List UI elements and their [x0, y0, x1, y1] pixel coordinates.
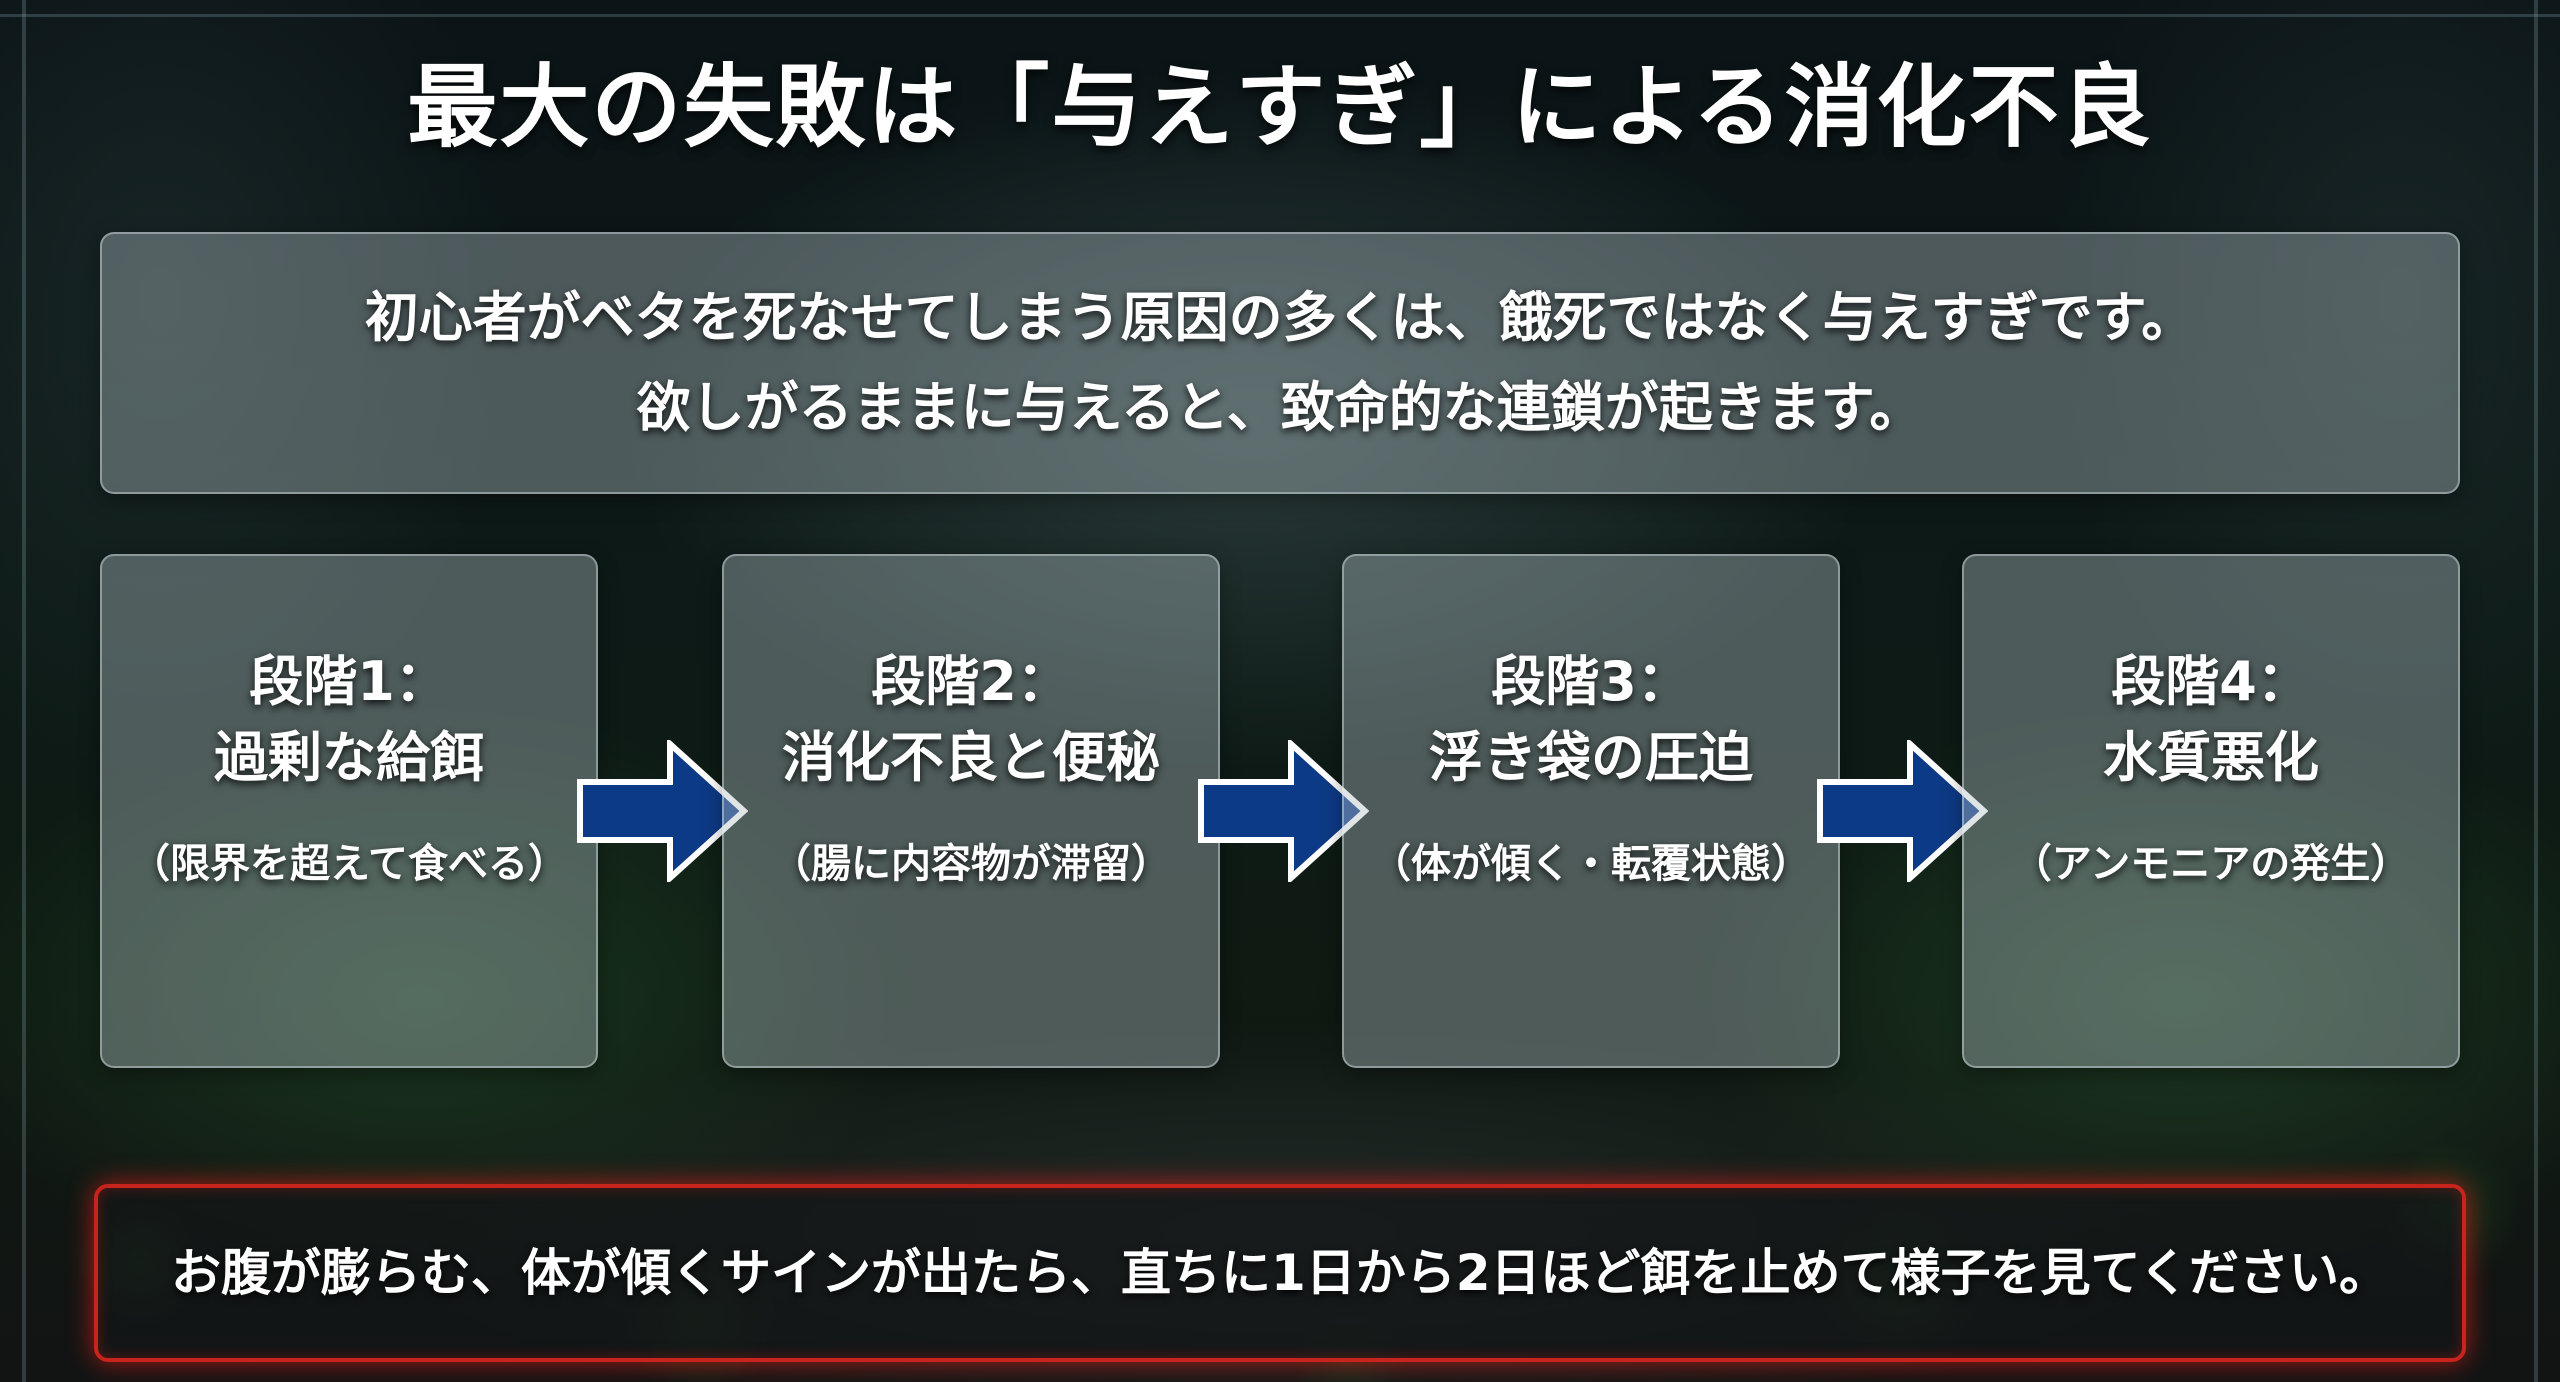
tank-glass-edge-top — [0, 14, 2560, 17]
step-name: 消化不良と便秘 — [782, 726, 1160, 789]
step-card-3: 段階3： 浮き袋の圧迫 （体が傾く・転覆状態） — [1342, 554, 1840, 1068]
tank-glass-edge-right — [2534, 0, 2538, 1382]
right-arrow-icon — [1817, 740, 1988, 882]
step-label: 段階4： — [2111, 650, 2311, 713]
step-card-2: 段階2： 消化不良と便秘 （腸に内容物が滞留） — [722, 554, 1220, 1068]
page-title: 最大の失敗は「与えすぎ」による消化不良 — [407, 55, 2153, 160]
step-description: （体が傾く・転覆状態） — [1371, 841, 1811, 887]
step-name: 浮き袋の圧迫 — [1429, 726, 1753, 789]
step-label: 段階1： — [249, 650, 449, 713]
step-description: （腸に内容物が滞留） — [771, 841, 1171, 887]
step-name: 水質悪化 — [2103, 726, 2319, 789]
warning-text: お腹が膨らむ、体が傾くサインが出たら、直ちに1日から2日ほど餌を止めて様子を見て… — [170, 1244, 2390, 1302]
intro-panel: 初心者がベタを死なせてしまう原因の多くは、餓死ではなく与えすぎです。 欲しがるま… — [100, 232, 2460, 494]
right-arrow-icon — [577, 740, 748, 882]
right-arrow-icon — [1198, 740, 1369, 882]
step-name: 過剰な給餌 — [214, 726, 484, 789]
step-card-4: 段階4： 水質悪化 （アンモニアの発生） — [1962, 554, 2460, 1068]
intro-line-1: 初心者がベタを死なせてしまう原因の多くは、餓死ではなく与えすぎです。 — [364, 286, 2196, 349]
step-description: （限界を超えて食べる） — [130, 841, 568, 887]
step-description: （アンモニアの発生） — [2011, 841, 2411, 887]
tank-glass-edge-left — [22, 0, 26, 1382]
intro-line-2: 欲しがるままに与えると、致命的な連鎖が起きます。 — [636, 376, 1924, 439]
step-label: 段階2： — [871, 650, 1071, 713]
step-card-1: 段階1： 過剰な給餌 （限界を超えて食べる） — [100, 554, 598, 1068]
step-label: 段階3： — [1491, 650, 1691, 713]
warning-banner: お腹が膨らむ、体が傾くサインが出たら、直ちに1日から2日ほど餌を止めて様子を見て… — [94, 1184, 2466, 1362]
